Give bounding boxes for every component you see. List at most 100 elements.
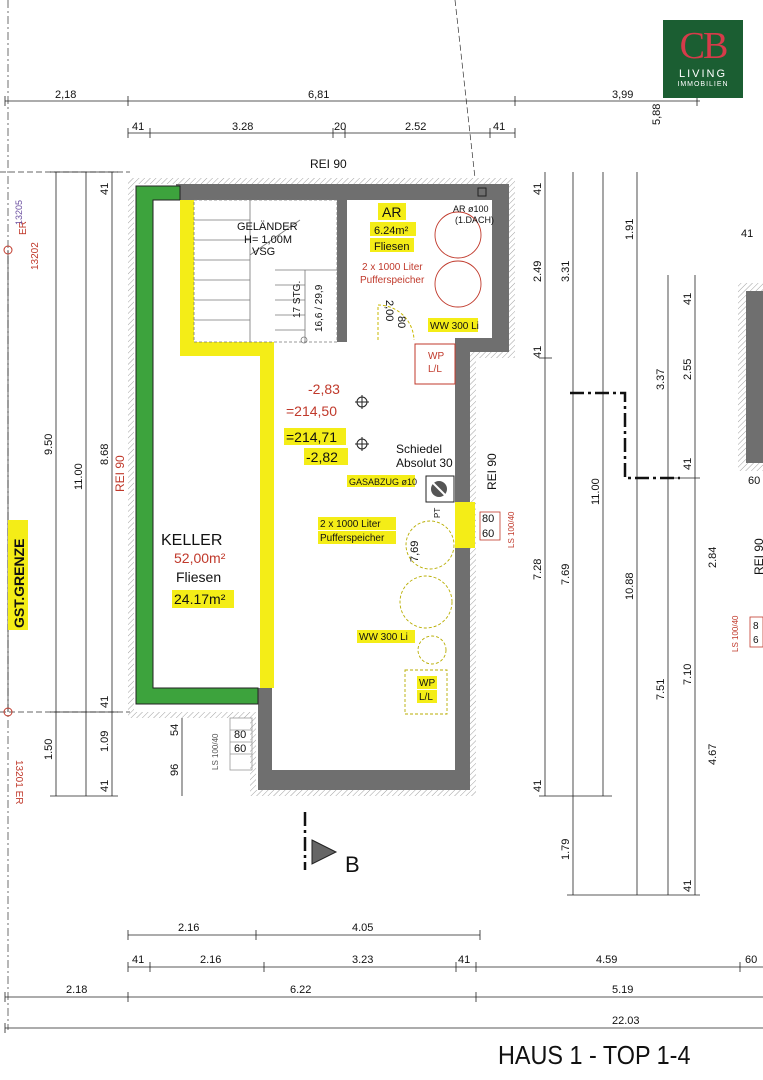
dim-right-16: 7.10 <box>682 664 694 685</box>
ww-300-top: WW 300 Li <box>430 321 479 332</box>
gelaender-height: H= 1,00M <box>244 234 292 246</box>
dim-769-inner: 7,69 <box>409 541 421 562</box>
rei-far: REI 90 <box>752 538 763 575</box>
dim-right-11: 11.00 <box>590 478 602 505</box>
dim-right-10: 7.69 <box>560 564 572 585</box>
dim-right-19: 41 <box>682 458 694 470</box>
dim-bottom-6: 41 <box>458 954 470 966</box>
wp-bottom-1: WP <box>419 678 435 689</box>
ls1-label: LS 100/40 <box>507 511 516 548</box>
dim-left-4: 8.68 <box>99 444 111 465</box>
dim-right-15: 7.51 <box>655 679 667 700</box>
stair-count: 17 STG. <box>292 281 303 318</box>
dim-bottom-8: 60 <box>745 954 757 966</box>
ls3-60: 6 <box>753 635 759 646</box>
puffer-lower-1: 2 x 1000 Liter <box>320 519 381 530</box>
height-1: -2,83 <box>308 381 340 397</box>
ar-vent: AR ø100 <box>453 204 489 214</box>
dim-right-12: 10.88 <box>624 572 636 600</box>
door-80: 80 <box>395 316 407 328</box>
keller-name: KELLER <box>161 532 222 549</box>
schiedel-model: Absolut 30 <box>396 456 453 470</box>
dim-top-2: 6,81 <box>308 89 329 101</box>
ar-tank-note2: Pufferspeicher <box>360 275 425 286</box>
er-label-1: ER <box>18 221 29 235</box>
logo-line-2: IMMOBILIEN <box>677 81 729 88</box>
dim-right-8: 41 <box>682 293 694 305</box>
dim-bottom-1: 2.16 <box>178 922 199 934</box>
ls1-80: 80 <box>482 513 494 525</box>
ww-300-bottom: WW 300 Li <box>359 632 408 643</box>
dim-right-20: 41 <box>682 880 694 892</box>
dim-right-14: 1.79 <box>560 839 572 860</box>
keller-extra: 24.17m² <box>174 591 226 607</box>
logo-initials: CB <box>679 25 729 67</box>
dim-left-6: 1.09 <box>99 731 111 752</box>
gst-grenze-label: GST.GRENZE <box>11 539 27 628</box>
dim-right-3: 3.31 <box>560 261 572 282</box>
dim-bottom-3: 41 <box>132 954 144 966</box>
dim-right-5: 41 <box>532 346 544 358</box>
ls3-label: LS 100/40 <box>731 615 740 652</box>
dim-top-1: 2,18 <box>55 89 76 101</box>
plan-title: HAUS 1 - TOP 1-4 <box>498 1040 691 1070</box>
ls2-80: 80 <box>234 729 246 741</box>
schiedel-label: Schiedel <box>396 442 442 456</box>
dim-sub-5: 41 <box>493 121 505 133</box>
door-200: 2,00 <box>383 300 395 321</box>
dim-right-13: 41 <box>532 780 544 792</box>
dim-bottom-12: 22.03 <box>612 1015 640 1027</box>
dim-right-6: 2.55 <box>682 359 694 380</box>
dim-sub-1: 41 <box>132 121 144 133</box>
parcel-13205: 13205 <box>14 200 24 225</box>
dim-top-3: 3,99 <box>612 89 633 101</box>
section-b: B <box>345 852 360 877</box>
dim-bottom-7: 4.59 <box>596 954 617 966</box>
dim-left-7: 1.50 <box>43 739 55 760</box>
rei-top: REI 90 <box>310 157 347 171</box>
dim-sub-4: 2.52 <box>405 121 426 133</box>
ar-room-area: 6.24m² <box>374 225 409 237</box>
dim-left-10: 96 <box>169 764 181 776</box>
height-3: =214,71 <box>286 429 337 445</box>
dim-top-4: 5,88 <box>651 104 663 125</box>
ar-room-name: AR <box>382 204 401 220</box>
puffer-lower-2: Pufferspeicher <box>320 533 385 544</box>
dim-right-18: 4.67 <box>707 744 719 765</box>
dim-sub-2: 3.28 <box>232 121 253 133</box>
dim-left-9: 54 <box>169 724 181 736</box>
dim-bottom-11: 5.19 <box>612 984 633 996</box>
ls2-60: 60 <box>234 743 246 755</box>
ar-room-floor: Fliesen <box>374 241 409 253</box>
dim-left-8: 41 <box>99 780 111 792</box>
dim-bottom-2: 4.05 <box>352 922 373 934</box>
stair-size: 16,6 / 29,9 <box>314 284 325 332</box>
dim-sub-3: 20 <box>334 121 346 133</box>
height-4: -2,82 <box>306 449 338 465</box>
dim-right-21: 60 <box>748 475 760 487</box>
dim-bottom-5: 3.23 <box>352 954 373 966</box>
wp-bottom-2: L/L <box>419 692 433 703</box>
wp-top-2: L/L <box>428 364 442 375</box>
dim-right-2: 2.49 <box>532 261 544 282</box>
ls2-label: LS 100/40 <box>211 733 220 770</box>
dim-right-22: 41 <box>741 228 753 240</box>
rei-right: REI 90 <box>485 453 499 490</box>
dim-right-1: 41 <box>532 183 544 195</box>
logo-line-1: LIVING <box>678 68 728 80</box>
vsg-label: VSG <box>252 246 275 258</box>
er-13202: 13202 <box>30 242 41 270</box>
dim-bottom-10: 6.22 <box>290 984 311 996</box>
keller-floor: Fliesen <box>176 569 221 585</box>
cb-living-logo: CB LIVING IMMOBILIEN <box>663 20 743 98</box>
er-13201: 13201 ER <box>13 760 24 804</box>
pt-label: PT <box>433 508 442 518</box>
dim-bottom-4: 2.16 <box>200 954 221 966</box>
ar-tank-note: 2 x 1000 Liter <box>362 262 423 273</box>
dim-right-17: 2.84 <box>707 547 719 568</box>
keller-area: 52,00m² <box>174 550 226 566</box>
dim-left-1: 41 <box>99 183 111 195</box>
dim-right-9: 7.28 <box>532 559 544 580</box>
rei-left: REI 90 <box>113 455 127 492</box>
